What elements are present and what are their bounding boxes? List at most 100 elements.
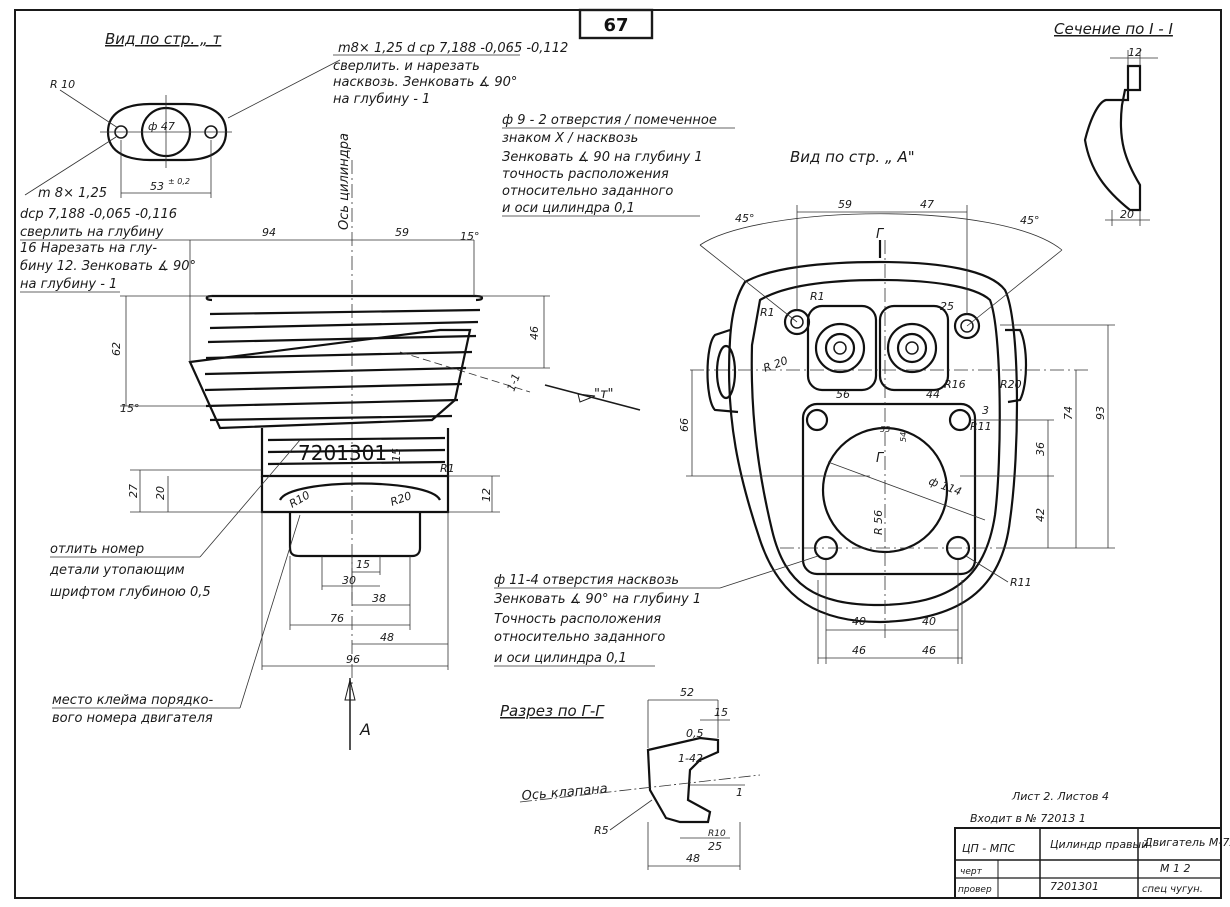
- note-holes-11-line: и оси цилиндра 0,1: [494, 651, 627, 666]
- sheet-number-box: [578, 8, 654, 40]
- dim-15-side: 15: [390, 448, 403, 462]
- view-arrow-a-label: А: [359, 720, 371, 739]
- dim-15deg-top: 15°: [460, 230, 480, 243]
- title-block-material: спец чугун.: [1142, 884, 1203, 895]
- view-a-r11b: R11: [1010, 576, 1032, 589]
- view-a-42: 42: [1034, 508, 1047, 522]
- sheet-number: 67: [603, 15, 628, 36]
- note-holes-9-line: знаком X / насквозь: [502, 131, 638, 146]
- sheet-info: Лист 2. Листов 4 Входит в № 72013 1: [970, 790, 1109, 825]
- note-holes-11-line: относительно заданного: [494, 630, 665, 645]
- cylinder-head-block: [188, 328, 472, 430]
- dim-12: 12: [480, 488, 493, 502]
- view-a-r20-left: R 20: [762, 354, 790, 375]
- note-thread-top-line: насквозь. Зенковать ∡ 90°: [333, 75, 517, 90]
- section-g-g: Разрез по Г-Г 52 15 0,5 1-42 1 R10 25 48…: [500, 686, 761, 870]
- bolt-hole-bottom-right: [945, 535, 971, 561]
- view-a-3: 3: [982, 404, 989, 417]
- note-cast-number-line: отлить номер: [50, 542, 144, 557]
- valve-boss-left: [806, 304, 878, 392]
- view-m: Вид по стр. „ т R 10 ф 47 53 ± 0,2: [24, 30, 341, 198]
- note-holes-9-line: ф 9 - 2 отверстия / помеченное: [502, 113, 717, 128]
- view-a-66: 66: [678, 418, 691, 432]
- dim-20: 20: [154, 486, 167, 500]
- view-a-angle-left: 45°: [735, 212, 755, 225]
- section-g-g-52: 52: [680, 686, 694, 699]
- cylinder-spigot: [288, 512, 422, 558]
- note-thread-top-line: m8× 1,25 d cp 7,188 -0,065 -0,112: [338, 41, 568, 56]
- section-i-i-title: Сечение по I - I: [1054, 20, 1173, 38]
- note-stamp: место клейма порядко- вого номера двигат…: [52, 514, 301, 726]
- section-g-g-1: 1: [736, 786, 743, 799]
- dim-76: 76: [330, 612, 344, 625]
- dim-27: 27: [127, 484, 140, 498]
- view-a-36: 36: [1034, 442, 1047, 456]
- dim-48-bottom: 48: [380, 631, 394, 644]
- valve-boss-right: [878, 304, 950, 392]
- sheet-info-line: Лист 2. Листов 4: [1011, 790, 1109, 803]
- view-a-54: 54: [899, 432, 908, 442]
- view-arrow-a: А: [344, 678, 371, 750]
- side-view-bottom-dims: 15 30 38 76 48 96: [261, 512, 449, 670]
- dim-bore: ф 47: [148, 120, 175, 133]
- note-thread-top-line: сверлить. и нарезать: [333, 59, 480, 74]
- view-arrow-m-label: "т": [594, 387, 614, 402]
- title-block: ЦП - МПС Цилиндр правый Двигатель М-72 М…: [954, 827, 1230, 899]
- note-thread-left-line: на глубину - 1: [20, 277, 117, 292]
- section-i-i-profile: [1083, 64, 1142, 212]
- head-outline: [727, 260, 1019, 624]
- view-a-46-left: 46: [852, 644, 866, 657]
- view-a-dim-59: 59: [838, 198, 852, 211]
- view-a-r20-right: R20: [1000, 378, 1022, 391]
- dim-53: 53: [150, 180, 164, 193]
- valve-axis-label: Ось клапана: [521, 782, 608, 804]
- note-thread-left-line: сверлить на глубину: [20, 225, 164, 240]
- note-stamp-line: место клейма порядко-: [52, 693, 213, 708]
- note-thread-top-line: на глубину - 1: [333, 92, 430, 107]
- dim-96: 96: [346, 653, 360, 666]
- dim-62: 62: [110, 342, 123, 356]
- title-block-scale: М 1 2: [1160, 862, 1190, 875]
- dim-46: 46: [528, 326, 541, 340]
- dim-15-bottom: 15: [356, 558, 370, 571]
- section-mark-1-1: 1-1: [505, 372, 523, 393]
- note-holes-11-line: ф 11-4 отверстия насквозь: [494, 573, 679, 588]
- section-g-g-r10: R10: [708, 829, 726, 839]
- note-thread-left-line: m 8× 1,25: [38, 186, 107, 201]
- view-a-74: 74: [1062, 406, 1075, 420]
- note-thread-left-line: dcp 7,188 -0,065 -0,116: [20, 207, 177, 222]
- title-block-drawn: черт: [960, 867, 983, 877]
- section-mark-g-top: Г: [876, 227, 885, 242]
- title-block-dept: ЦП - МПС: [962, 842, 1016, 855]
- view-a-46-right: 46: [922, 644, 936, 657]
- section-g-g-r5: R5: [594, 824, 609, 837]
- note-holes-11-line: Точность расположения: [494, 612, 661, 627]
- view-a-r11a: R11: [970, 420, 992, 433]
- dim-53-tol: ± 0,2: [168, 177, 190, 186]
- dim-r1-side: R1: [440, 462, 455, 475]
- view-a-r1b: R1: [810, 290, 825, 303]
- title-block-product: Двигатель М-72: [1143, 836, 1230, 849]
- view-a-angle-right: 45°: [1020, 214, 1040, 227]
- section-i-i-20: 20: [1120, 208, 1134, 221]
- axis-label: Ось цилиндра: [337, 133, 352, 230]
- title-block-part-name: Цилиндр правый: [1050, 838, 1148, 851]
- dim-15deg-left: 15°: [120, 402, 140, 415]
- cylinder-flange-square: [801, 402, 977, 576]
- bolt-hole-mid-left: [805, 408, 829, 432]
- view-a-r16: R16: [944, 378, 966, 391]
- dim-94: 94: [262, 226, 276, 239]
- view-a-93: 93: [1094, 406, 1107, 420]
- dim-59: 59: [395, 226, 409, 239]
- section-g-g-15: 15: [714, 706, 728, 719]
- view-a-40-left: 40: [852, 615, 866, 628]
- note-holes-9-line: точность расположения: [502, 167, 669, 182]
- view-a-dim-47: 47: [920, 198, 934, 211]
- note-thread-left: m 8× 1,25 dcp 7,188 -0,065 -0,116 сверли…: [20, 186, 196, 293]
- note-holes-11: ф 11-4 отверстия насквозь Зенковать ∡ 90…: [494, 555, 819, 667]
- side-view: Ось цилиндра 7201301 94 59 15° 46: [110, 133, 641, 690]
- dim-r10: R 10: [50, 78, 75, 91]
- note-cast-number: отлить номер детали утопающим шрифтом гл…: [49, 439, 301, 600]
- title-block-checked: провер: [958, 885, 992, 895]
- view-a-44: 44: [926, 388, 940, 401]
